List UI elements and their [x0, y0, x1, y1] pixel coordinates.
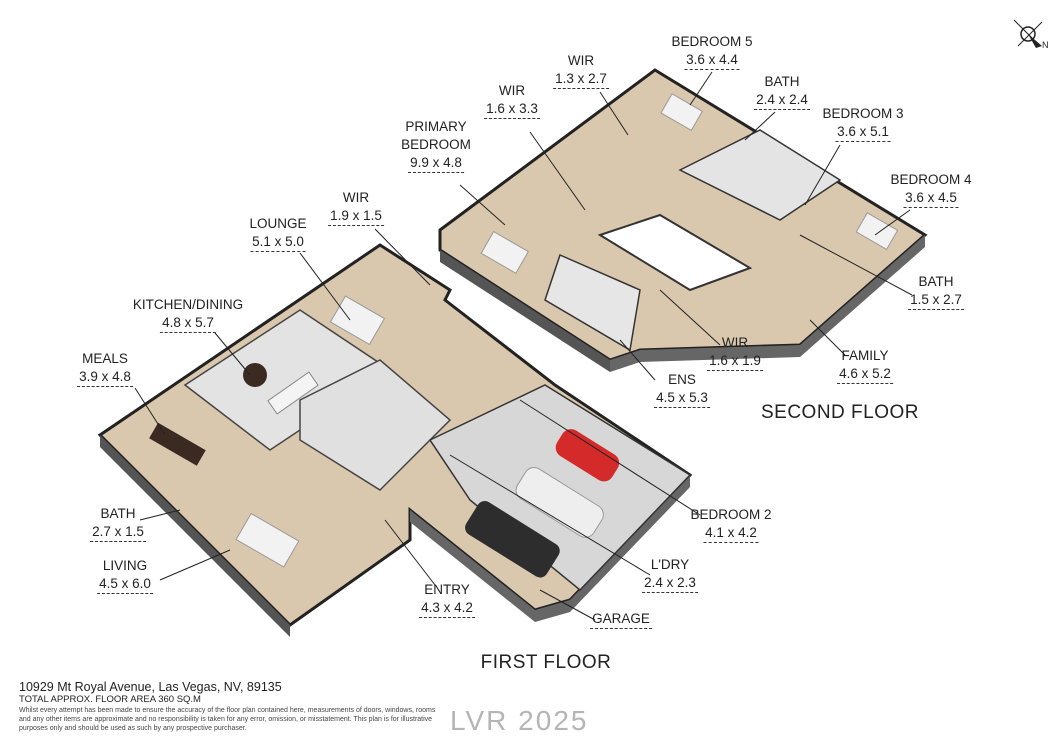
room-label: LOUNGE 5.1 x 5.0 [249, 215, 307, 252]
room-label: L'DRY 2.4 x 2.3 [642, 556, 698, 593]
room-name: MEALS [82, 351, 128, 366]
room-name: KITCHEN/DINING [132, 297, 244, 312]
second-floor-plan [438, 68, 928, 372]
room-label: BATH 2.7 x 1.5 [90, 505, 146, 542]
room-label: WIR 1.3 x 2.7 [553, 52, 609, 89]
room-label: GARAGE [590, 610, 652, 629]
room-name: BEDROOM 5 [671, 34, 753, 49]
room-name: WIR [498, 83, 526, 98]
room-label: BATH 1.5 x 2.7 [908, 273, 964, 310]
room-name: L'DRY [650, 557, 690, 572]
floor-area: TOTAL APPROX. FLOOR AREA 360 SQ.M [19, 694, 201, 705]
room-dimensions: 1.3 x 2.7 [553, 70, 609, 89]
room-name: GARAGE [590, 610, 652, 629]
room-name: WIR [567, 53, 595, 68]
room-label: BEDROOM 3 3.6 x 5.1 [822, 105, 904, 142]
room-dimensions: 9.9 x 4.8 [408, 154, 464, 173]
room-name: LIVING [102, 558, 148, 573]
room-name: BEDROOM 3 [822, 106, 904, 121]
room-dimensions: 3.6 x 4.5 [903, 189, 959, 208]
room-dimensions: 4.3 x 4.2 [419, 599, 475, 618]
room-label: PRIMARY BEDROOM 9.9 x 4.8 [401, 118, 471, 173]
footer: 10929 Mt Royal Avenue, Las Vegas, NV, 89… [19, 680, 439, 733]
compass-icon: N [1010, 16, 1050, 56]
room-name: PRIMARY BEDROOM [401, 119, 471, 152]
watermark: LVR 2025 [450, 705, 589, 736]
room-dimensions: 3.9 x 4.8 [77, 368, 133, 387]
address: 10929 Mt Royal Avenue, Las Vegas, NV, 89… [19, 680, 282, 694]
room-name: WIR [342, 190, 370, 205]
room-label: LIVING 4.5 x 6.0 [97, 557, 153, 594]
room-label: FAMILY 4.6 x 5.2 [837, 347, 893, 384]
room-name: LOUNGE [249, 216, 307, 231]
room-name: BATH [100, 506, 136, 521]
room-dimensions: 3.6 x 5.1 [835, 123, 891, 142]
room-label: WIR 1.6 x 1.9 [707, 334, 763, 371]
room-name: FAMILY [841, 348, 889, 363]
room-name: BATH [764, 74, 800, 89]
first-floor-plan [97, 243, 693, 637]
room-dimensions: 2.4 x 2.4 [754, 91, 810, 110]
room-label: BEDROOM 4 3.6 x 4.5 [890, 171, 972, 208]
room-dimensions: 2.4 x 2.3 [642, 574, 698, 593]
room-name: WIR [721, 335, 749, 350]
room-dimensions: 2.7 x 1.5 [90, 523, 146, 542]
room-label: ENS 4.5 x 5.3 [654, 371, 710, 408]
room-dimensions: 4.5 x 5.3 [654, 389, 710, 408]
room-dimensions: 1.6 x 1.9 [707, 352, 763, 371]
room-label: BEDROOM 5 3.6 x 4.4 [671, 33, 753, 70]
room-name: BATH [918, 274, 954, 289]
room-dimensions: 3.6 x 4.4 [684, 51, 740, 70]
room-label: WIR 1.6 x 3.3 [484, 82, 540, 119]
first-floor-title: FIRST FLOOR [480, 652, 612, 673]
room-label: ENTRY 4.3 x 4.2 [419, 581, 475, 618]
second-floor-title: SECOND FLOOR [760, 402, 920, 423]
room-dimensions: 4.6 x 5.2 [837, 365, 893, 384]
room-dimensions: 5.1 x 5.0 [250, 233, 306, 252]
room-label: KITCHEN/DINING 4.8 x 5.7 [133, 296, 243, 333]
room-dimensions: 1.6 x 3.3 [484, 100, 540, 119]
room-dimensions: 4.1 x 4.2 [703, 524, 759, 543]
compass-north-label: N [1042, 40, 1049, 50]
room-label: MEALS 3.9 x 4.8 [77, 350, 133, 387]
room-dimensions: 4.5 x 6.0 [97, 575, 153, 594]
room-name: BEDROOM 2 [690, 507, 772, 522]
room-label: BEDROOM 2 4.1 x 4.2 [690, 506, 772, 543]
room-label: BATH 2.4 x 2.4 [754, 73, 810, 110]
room-dimensions: 1.5 x 2.7 [908, 291, 964, 310]
room-dimensions: 4.8 x 5.7 [160, 314, 216, 333]
room-dimensions: 1.9 x 1.5 [328, 207, 384, 226]
room-label: WIR 1.9 x 1.5 [328, 189, 384, 226]
disclaimer: Whilst every attempt has been made to en… [19, 707, 436, 732]
room-name: BEDROOM 4 [890, 172, 972, 187]
room-name: ENTRY [424, 582, 470, 597]
room-name: ENS [668, 372, 696, 387]
leader-lines [134, 71, 913, 621]
